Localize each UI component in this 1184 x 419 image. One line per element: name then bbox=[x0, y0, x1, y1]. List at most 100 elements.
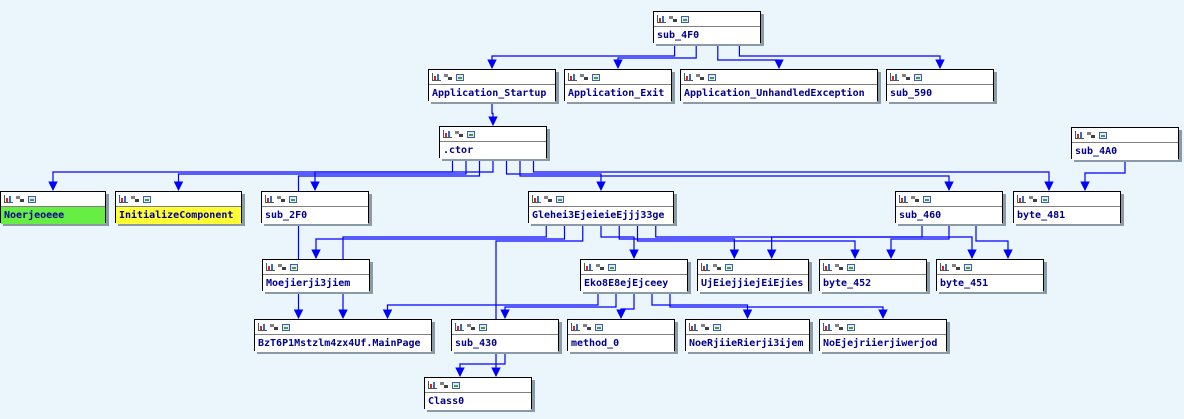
node-ujeiejjiejeiejies[interactable]: UjEiejjiejEiEjies bbox=[697, 259, 809, 292]
image-icon[interactable] bbox=[556, 195, 564, 203]
bar-chart-icon[interactable] bbox=[940, 263, 949, 271]
flowchart-icon[interactable] bbox=[1087, 131, 1096, 139]
node-application-unhandled-exception[interactable]: Application_UnhandledException bbox=[680, 69, 878, 102]
bar-chart-icon[interactable] bbox=[428, 381, 437, 389]
image-icon[interactable] bbox=[456, 73, 464, 81]
flowchart-icon[interactable] bbox=[131, 195, 140, 203]
image-icon[interactable] bbox=[1041, 195, 1049, 203]
bar-chart-icon[interactable] bbox=[455, 323, 464, 331]
bar-chart-icon[interactable] bbox=[899, 195, 908, 203]
bar-chart-icon[interactable] bbox=[657, 15, 666, 23]
bar-chart-icon[interactable] bbox=[119, 195, 128, 203]
bar-chart-icon[interactable] bbox=[432, 73, 441, 81]
flowchart-icon[interactable] bbox=[902, 73, 911, 81]
node-initialize-component[interactable]: InitializeComponent bbox=[115, 191, 242, 224]
flowchart-icon[interactable] bbox=[444, 73, 453, 81]
bar-chart-icon[interactable] bbox=[1075, 131, 1084, 139]
image-icon[interactable] bbox=[467, 130, 475, 138]
flowchart-icon[interactable] bbox=[952, 263, 961, 271]
image-icon[interactable] bbox=[1099, 131, 1107, 139]
image-icon[interactable] bbox=[847, 323, 855, 331]
flowchart-icon[interactable] bbox=[467, 323, 476, 331]
flowchart-icon[interactable] bbox=[440, 381, 449, 389]
node-ctor[interactable]: .ctor bbox=[439, 126, 547, 159]
image-icon[interactable] bbox=[608, 263, 616, 271]
node-noejejriierjiwerjod[interactable]: NoEjejriierjiwerjod bbox=[819, 319, 947, 352]
image-icon[interactable] bbox=[479, 323, 487, 331]
image-icon[interactable] bbox=[595, 323, 603, 331]
bar-chart-icon[interactable] bbox=[684, 73, 693, 81]
bar-chart-icon[interactable] bbox=[532, 195, 541, 203]
bar-chart-icon[interactable] bbox=[1017, 195, 1026, 203]
flowchart-icon[interactable] bbox=[669, 15, 678, 23]
flowchart-icon[interactable] bbox=[277, 195, 286, 203]
flowchart-icon[interactable] bbox=[696, 73, 705, 81]
image-icon[interactable] bbox=[914, 73, 922, 81]
node-moejierji3jiem[interactable]: Moejierji3jiem bbox=[262, 259, 370, 292]
image-icon[interactable] bbox=[452, 381, 460, 389]
node-byte-452[interactable]: byte_452 bbox=[819, 259, 927, 292]
node-application-exit[interactable]: Application_Exit bbox=[564, 69, 672, 102]
bar-chart-icon[interactable] bbox=[4, 195, 13, 203]
bar-chart-icon[interactable] bbox=[823, 263, 832, 271]
node-sub-4f0[interactable]: sub_4F0 bbox=[653, 11, 761, 44]
node-mainpage[interactable]: BzT6P1Mstzlm4zx4Uf.MainPage bbox=[254, 319, 432, 352]
flowchart-icon[interactable] bbox=[713, 263, 722, 271]
node-noerjeoeee[interactable]: Noerjeoeee bbox=[0, 191, 106, 224]
node-byte-481[interactable]: byte_481 bbox=[1013, 191, 1121, 224]
node-eko8e8ejejceey[interactable]: Eko8E8ejEjceey bbox=[580, 259, 688, 292]
node-sub-4a0[interactable]: sub_4A0 bbox=[1071, 127, 1179, 160]
image-icon[interactable] bbox=[725, 263, 733, 271]
node-class0[interactable]: Class0 bbox=[424, 377, 532, 410]
bar-chart-icon[interactable] bbox=[266, 263, 275, 271]
image-icon[interactable] bbox=[143, 195, 151, 203]
node-byte-451[interactable]: byte_451 bbox=[936, 259, 1044, 292]
bar-chart-icon[interactable] bbox=[823, 323, 832, 331]
node-header bbox=[887, 70, 993, 85]
flowchart-icon[interactable] bbox=[701, 323, 710, 331]
node-label: NoeRjiieRierji3ijem bbox=[686, 335, 809, 352]
flowchart-icon[interactable] bbox=[270, 323, 279, 331]
image-icon[interactable] bbox=[282, 323, 290, 331]
bar-chart-icon[interactable] bbox=[265, 195, 274, 203]
flowchart-icon[interactable] bbox=[16, 195, 25, 203]
image-icon[interactable] bbox=[290, 263, 298, 271]
flowchart-icon[interactable] bbox=[835, 263, 844, 271]
flowchart-icon[interactable] bbox=[583, 323, 592, 331]
flowchart-icon[interactable] bbox=[1029, 195, 1038, 203]
flowchart-icon[interactable] bbox=[544, 195, 553, 203]
image-icon[interactable] bbox=[28, 195, 36, 203]
flowchart-icon[interactable] bbox=[835, 323, 844, 331]
image-icon[interactable] bbox=[289, 195, 297, 203]
bar-chart-icon[interactable] bbox=[890, 73, 899, 81]
flowchart-icon[interactable] bbox=[455, 130, 464, 138]
image-icon[interactable] bbox=[708, 73, 716, 81]
bar-chart-icon[interactable] bbox=[584, 263, 593, 271]
bar-chart-icon[interactable] bbox=[258, 323, 267, 331]
bar-chart-icon[interactable] bbox=[701, 263, 710, 271]
node-method-0[interactable]: method_0 bbox=[567, 319, 675, 352]
flowchart-icon[interactable] bbox=[596, 263, 605, 271]
image-icon[interactable] bbox=[847, 263, 855, 271]
bar-chart-icon[interactable] bbox=[689, 323, 698, 331]
bar-chart-icon[interactable] bbox=[443, 130, 452, 138]
node-noerjiierierji3ijem[interactable]: NoeRjiieRierji3ijem bbox=[685, 319, 810, 352]
bar-chart-icon[interactable] bbox=[568, 73, 577, 81]
node-glehei3[interactable]: Glehei3EjeieieEjjj33ge bbox=[528, 191, 674, 224]
image-icon[interactable] bbox=[923, 195, 931, 203]
image-icon[interactable] bbox=[964, 263, 972, 271]
node-application-startup[interactable]: Application_Startup bbox=[428, 69, 556, 102]
image-icon[interactable] bbox=[592, 73, 600, 81]
node-sub-2f0[interactable]: sub_2F0 bbox=[261, 191, 369, 224]
flowchart-icon[interactable] bbox=[278, 263, 287, 271]
image-icon[interactable] bbox=[681, 15, 689, 23]
flowchart-icon[interactable] bbox=[580, 73, 589, 81]
bar-chart-icon[interactable] bbox=[571, 323, 580, 331]
node-sub-430[interactable]: sub_430 bbox=[451, 319, 559, 352]
node-sub-590[interactable]: sub_590 bbox=[886, 69, 994, 102]
node-header bbox=[581, 260, 687, 275]
node-sub-460[interactable]: sub_460 bbox=[895, 191, 1003, 224]
node-label: Eko8E8ejEjceey bbox=[581, 275, 687, 292]
image-icon[interactable] bbox=[713, 323, 721, 331]
flowchart-icon[interactable] bbox=[911, 195, 920, 203]
